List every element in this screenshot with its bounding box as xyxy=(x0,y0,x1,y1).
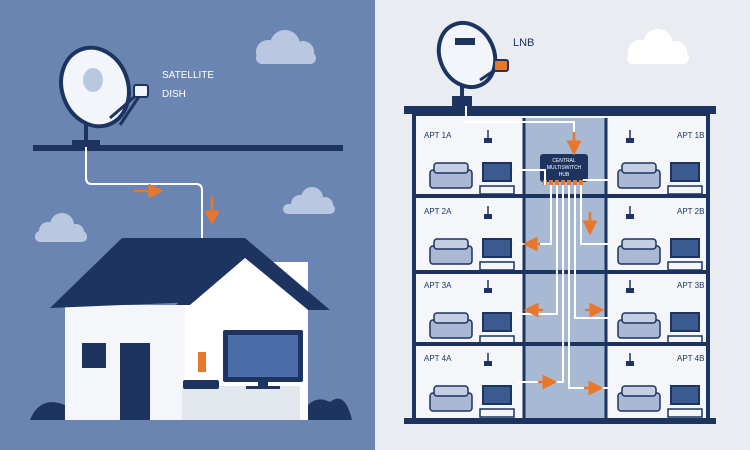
apartment-labels: APT 1A APT 1B APT 2A APT 2B APT 3A APT 3… xyxy=(424,131,704,363)
apartment-unit xyxy=(617,280,703,345)
tv-screen xyxy=(484,164,510,180)
satellite-dish-icon xyxy=(59,45,149,147)
building-dish-icon xyxy=(436,20,509,106)
apt-label: APT 1A xyxy=(424,131,452,140)
tv-cabinet xyxy=(667,185,703,195)
sofa-back xyxy=(621,385,657,397)
apt-label: APT 2A xyxy=(424,207,452,216)
apt-label: APT 2B xyxy=(677,207,704,216)
apartment-unit xyxy=(429,353,515,418)
cloud-icon xyxy=(283,187,335,214)
roof-ledge xyxy=(33,145,343,151)
tv-cabinet xyxy=(479,335,515,345)
multiswitch-hub: CENTRAL MULTISWITCH HUB xyxy=(540,154,588,185)
tv-screen xyxy=(672,314,698,330)
connector xyxy=(198,352,206,372)
apartment-unit xyxy=(429,130,515,195)
cloud-icon xyxy=(256,30,316,64)
apartment-building-panel: LNB CENTRAL MULTISWITCH HUB xyxy=(375,0,750,450)
cloud-icon xyxy=(627,29,689,64)
apt-label: APT 4A xyxy=(424,354,452,363)
sofa-back xyxy=(621,238,657,250)
lamp-icon xyxy=(626,288,634,293)
door xyxy=(120,343,150,420)
apt-label: APT 3A xyxy=(424,281,452,290)
lamp-icon xyxy=(626,138,634,143)
sofa-back xyxy=(433,238,469,250)
apartment-unit xyxy=(429,206,515,271)
lamp-icon xyxy=(484,288,492,293)
lamp-icon xyxy=(484,138,492,143)
tv-screen xyxy=(672,164,698,180)
house xyxy=(30,238,352,420)
lamp-icon xyxy=(626,214,634,219)
lamp-icon xyxy=(484,361,492,366)
distribution-cables xyxy=(518,169,608,389)
sofa-back xyxy=(621,162,657,174)
apartment-unit xyxy=(617,130,703,195)
tv-screen xyxy=(672,240,698,256)
sofa-back xyxy=(433,162,469,174)
tv-screen xyxy=(484,240,510,256)
window xyxy=(82,343,106,368)
lamp-icon xyxy=(626,361,634,366)
apt-label: APT 3B xyxy=(677,281,704,290)
tv-cabinet xyxy=(479,261,515,271)
tv-cabinet xyxy=(479,408,515,418)
distribution-arrows xyxy=(522,212,605,396)
sofa-back xyxy=(433,312,469,324)
apt-label: APT 4B xyxy=(677,354,704,363)
lnb-icon xyxy=(493,59,509,72)
apt-label: APT 1B xyxy=(677,131,704,140)
tv-cabinet xyxy=(667,261,703,271)
hub-label-line3: HUB xyxy=(559,172,570,178)
tv-screen xyxy=(484,314,510,330)
sofa-back xyxy=(621,312,657,324)
building-roof xyxy=(404,106,716,114)
ground-line xyxy=(404,418,716,424)
lamp-icon xyxy=(484,214,492,219)
single-house-panel: SATELLITE DISH xyxy=(0,0,375,450)
coax-cable xyxy=(85,147,203,360)
dish-label-line1: SATELLITE xyxy=(162,70,214,81)
apartment-unit xyxy=(617,353,703,418)
apartment-unit xyxy=(617,206,703,271)
tv-screen xyxy=(672,387,698,403)
hub-label-line1: CENTRAL xyxy=(552,158,576,164)
cloud-icon xyxy=(35,213,87,242)
tv-cabinet xyxy=(667,408,703,418)
hub-label-line2: MULTISWITCH xyxy=(547,165,582,171)
apartment-furniture xyxy=(429,130,703,418)
sofa-back xyxy=(433,385,469,397)
tv-cabinet xyxy=(667,335,703,345)
dish-label-line2: DISH xyxy=(162,89,186,100)
set-top-box xyxy=(183,380,219,389)
lnb-label: LNB xyxy=(513,37,534,49)
tv-cabinet xyxy=(479,185,515,195)
tv-screen xyxy=(484,387,510,403)
apartment-unit xyxy=(429,280,515,345)
